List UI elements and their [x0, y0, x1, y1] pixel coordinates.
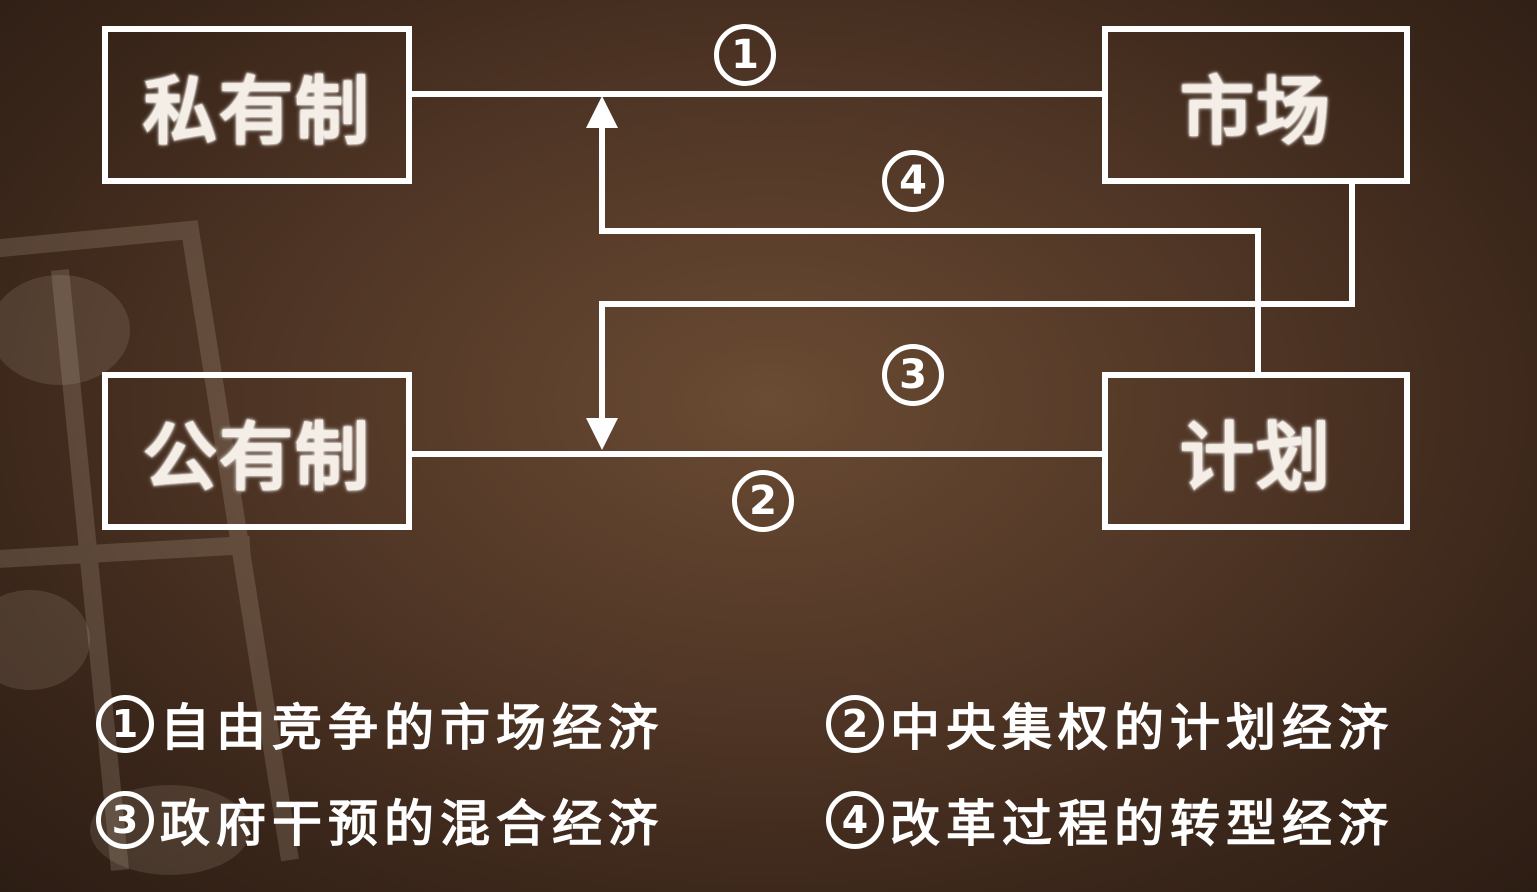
marker-1: 1: [714, 24, 776, 86]
legend-text-2: 中央集权的计划经济: [890, 699, 1394, 757]
box-public-ownership: 公有制: [102, 372, 412, 530]
legend-number-2: 2: [826, 695, 884, 753]
legend-number-4: 4: [826, 791, 884, 849]
legend-text-3: 政府干预的混合经济: [160, 795, 664, 853]
legend-item-3: 3 政府干预的混合经济: [96, 784, 664, 856]
box-public-label: 公有制: [142, 413, 371, 502]
legend-text-1: 自由竞争的市场经济: [160, 699, 664, 757]
legend-text-4: 改革过程的转型经济: [890, 795, 1394, 853]
arrow-down-icon: [586, 418, 618, 450]
box-private-label: 私有制: [142, 67, 371, 156]
box-market-label: 市场: [1179, 67, 1332, 156]
box-plan: 计划: [1102, 372, 1410, 530]
marker-4: 4: [882, 150, 944, 212]
legend-number-3: 3: [96, 791, 154, 849]
arrow-up-icon: [586, 96, 618, 128]
legend-number-1: 1: [96, 695, 154, 753]
legend-item-1: 1 自由竞争的市场经济: [96, 688, 664, 760]
path-mixed-3: [599, 183, 1355, 424]
box-plan-label: 计划: [1179, 413, 1332, 502]
box-market: 市场: [1102, 26, 1410, 184]
legend-item-4: 4 改革过程的转型经济: [826, 784, 1394, 856]
legend-item-2: 2 中央集权的计划经济: [826, 688, 1394, 760]
marker-2: 2: [732, 470, 794, 532]
marker-3: 3: [882, 344, 944, 406]
box-private-ownership: 私有制: [102, 26, 412, 184]
